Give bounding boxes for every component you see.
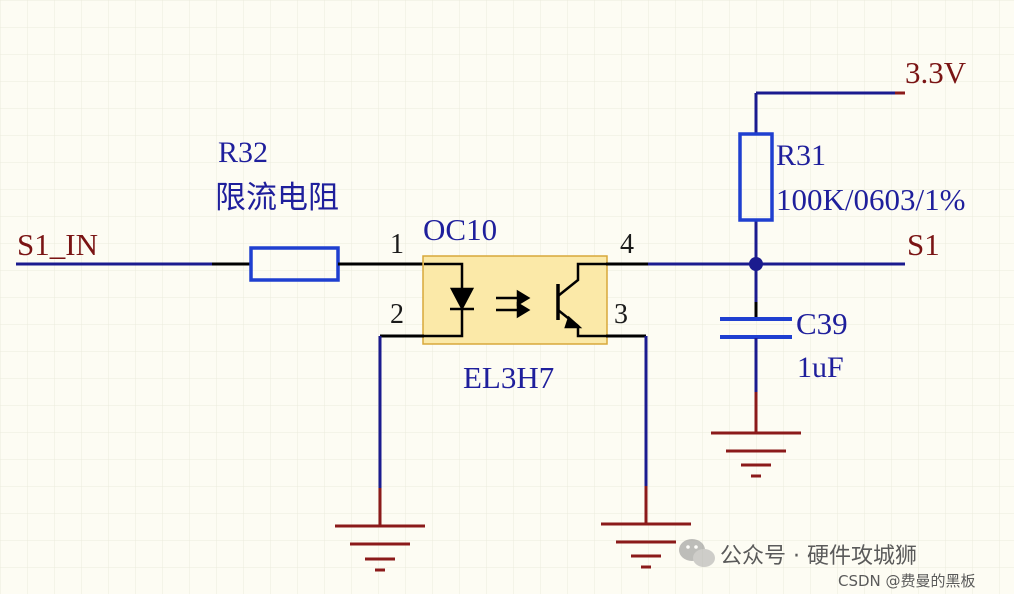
ground-symbol-right (711, 431, 801, 478)
wire-pin3-ground (606, 334, 648, 523)
c39-designator: C39 (796, 306, 848, 341)
oc10-led (424, 262, 475, 338)
r31-value: 100K/0603/1% (776, 182, 966, 217)
net-label-s1-in: S1_IN (17, 227, 98, 262)
oc10-light-arrows (496, 289, 531, 319)
r32-comment: 限流电阻 (215, 180, 339, 216)
oc10-package (422, 255, 608, 345)
oc10-phototransistor (556, 262, 606, 338)
wechat-icon (679, 539, 715, 567)
watermark-source: CSDN @费曼的黑板 (838, 572, 976, 590)
wire-supply-r31 (754, 91, 905, 264)
c39-capacitor (720, 264, 792, 432)
c39-value: 1uF (797, 351, 844, 384)
net-label-s1: S1 (907, 227, 940, 262)
oc10-part-number: EL3H7 (463, 360, 555, 395)
oc10-pin-3: 3 (614, 299, 628, 330)
watermark-channel: 公众号 · 硬件攻城狮 (720, 544, 917, 569)
oc10-pin-4: 4 (620, 229, 634, 260)
net-label-3v3: 3.3V (905, 55, 967, 90)
r31-designator: R31 (776, 139, 827, 172)
r32-designator: R32 (218, 136, 269, 169)
ground-symbol-left (335, 524, 425, 572)
r31-resistor-body (738, 132, 774, 222)
wire-pin2-ground (378, 334, 424, 525)
ground-symbol-middle (601, 522, 691, 569)
oc10-pin-1: 1 (390, 229, 404, 260)
oc10-designator: OC10 (423, 212, 498, 247)
oc10-pin-2: 2 (390, 299, 404, 330)
